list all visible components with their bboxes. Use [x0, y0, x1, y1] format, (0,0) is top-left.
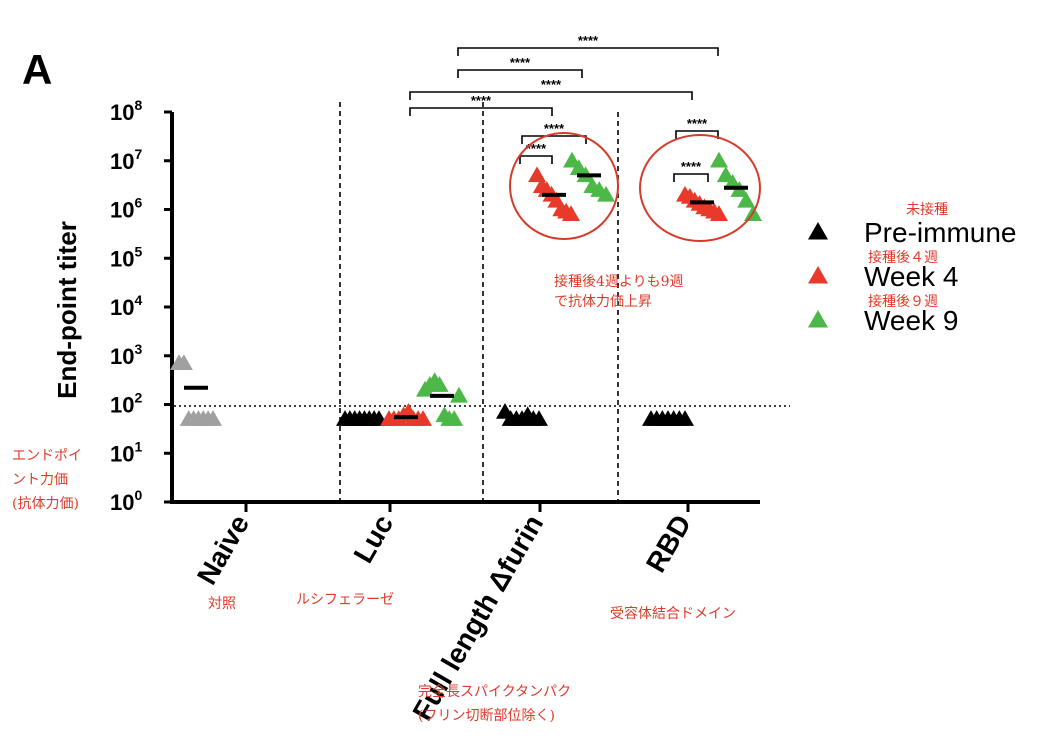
data-point — [430, 376, 449, 392]
y-tick-label: 102 — [110, 390, 142, 418]
x-tick-marks — [244, 502, 690, 512]
data-point — [676, 410, 694, 426]
full-jp-label-line-2: (フリン切断部位除く) — [418, 708, 555, 724]
significance-label: **** — [578, 33, 599, 48]
data-point — [414, 410, 432, 426]
significance-brackets: ******************************** — [409, 33, 719, 182]
significance-bracket — [673, 173, 709, 182]
ylabel-jp-line-2: ント力価 — [12, 472, 68, 488]
significance-bracket — [409, 91, 693, 100]
data-point — [597, 185, 615, 202]
highlight-circle-rbd — [639, 134, 761, 242]
note-jp-line-1: 接種後4週よりも9週 — [554, 273, 684, 290]
legend-marker — [808, 266, 828, 284]
x-tick-label: Luc — [347, 510, 399, 569]
rbd-jp-label: 受容体結合ドメイン — [610, 605, 736, 622]
data-point — [530, 410, 548, 426]
legend-label: Pre-immune — [864, 217, 1016, 248]
y-tick-label: 106 — [110, 195, 142, 223]
significance-label: **** — [471, 93, 492, 108]
legend-marker — [808, 310, 828, 328]
full-jp-label-line-1: 完全長スパイクタンパク — [418, 683, 571, 700]
data-point — [174, 354, 193, 371]
pre-jp-label: 未接種 — [906, 201, 948, 218]
y-axis-label: End-point titer — [52, 221, 82, 399]
ylabel-jp-line-1: エンドポイ — [12, 448, 82, 464]
y-tick-label: 108 — [110, 97, 142, 125]
significance-label: **** — [687, 116, 708, 131]
significance-label: **** — [681, 159, 702, 174]
ylabel-jp-line-3: (抗体力価) — [12, 496, 79, 512]
data-point — [562, 205, 580, 221]
data-points — [170, 151, 762, 426]
significance-bracket — [457, 47, 719, 56]
legend-label: Week 9 — [864, 305, 958, 336]
y-tick-label: 105 — [110, 243, 142, 271]
mean-markers — [184, 173, 748, 422]
significance-bracket — [457, 69, 583, 78]
highlight-circle-full — [509, 132, 619, 240]
y-tick-label: 104 — [110, 292, 142, 320]
luc-jp-label: ルシフェラーゼ — [296, 592, 394, 608]
significance-bracket — [409, 107, 553, 116]
data-point — [737, 191, 756, 208]
data-point — [710, 151, 728, 168]
y-tick-label: 101 — [110, 438, 142, 466]
w9-jp-label: 接種後９週 — [868, 293, 938, 310]
data-point — [710, 205, 728, 221]
significance-label: **** — [541, 77, 562, 92]
significance-bracket — [521, 135, 587, 144]
significance-bracket — [675, 130, 719, 139]
data-point — [450, 386, 468, 403]
naive-jp-label: 対照 — [208, 596, 236, 612]
data-point — [445, 410, 464, 426]
legend-marker — [808, 222, 828, 240]
data-point — [204, 410, 222, 426]
y-ticks: 100 101 102 103 104 105 106 107 108 — [110, 97, 172, 515]
y-tick-label: 107 — [110, 146, 142, 174]
panel-label: A — [22, 46, 52, 93]
note-jp-line-2: で抗体力価上昇 — [554, 294, 652, 310]
significance-bracket — [519, 155, 553, 164]
y-tick-label: 100 — [110, 487, 142, 515]
y-tick-label: 103 — [110, 341, 142, 369]
legend-label: Week 4 — [864, 261, 958, 292]
significance-label: **** — [526, 141, 547, 156]
significance-label: **** — [510, 55, 531, 70]
w4-jp-label: 接種後４週 — [868, 249, 938, 266]
x-tick-label: RBD — [640, 510, 697, 578]
x-tick-label: Naive — [191, 510, 255, 590]
